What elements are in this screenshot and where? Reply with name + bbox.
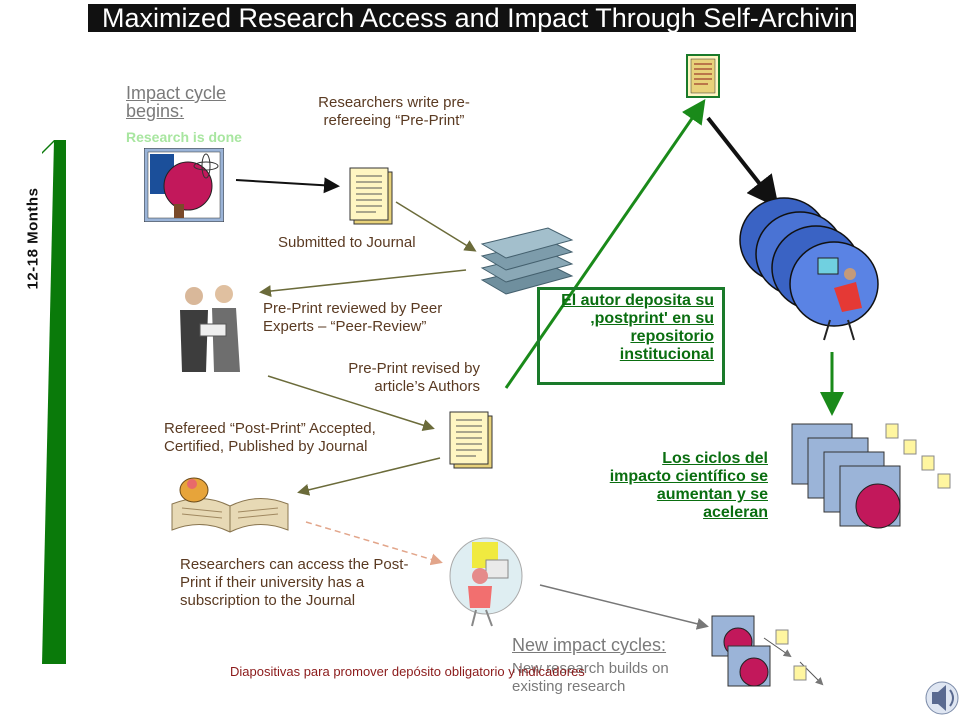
arrow-postprint-to-book	[297, 457, 441, 496]
step-write-text: Researchers write pre-refereeing “Pre-Pr…	[318, 94, 470, 129]
impact-begins-sub: Research is done	[126, 129, 242, 145]
step-reviewed-text: Pre-Print reviewed by Peer Experts – “Pe…	[263, 300, 443, 335]
arrow-research-to-preprint	[235, 177, 340, 194]
peer-reviewers-icon	[180, 285, 240, 372]
impact-begins-heading: Impact cycle begins:	[126, 83, 227, 121]
timeline-bar	[42, 140, 66, 664]
new-cycles-sub: New research builds on existing research	[512, 660, 669, 695]
arrow-doc-to-computers	[706, 116, 779, 209]
cycles-accelerate-text: Los ciclos del impacto científico se aum…	[609, 450, 768, 521]
new-cycles-heading: New impact cycles:	[512, 635, 667, 655]
arrow-journal-to-review	[259, 269, 467, 298]
step-accepted-text: Refereed “Post-Print” Accepted, Certifie…	[164, 420, 376, 455]
deposit-box: El autor deposita su ‚postprint' en su r…	[537, 287, 725, 385]
repository-document-icon	[686, 54, 720, 98]
researcher-globe-icon	[144, 148, 224, 222]
new-researcher-icons	[711, 615, 807, 687]
step-revised-text: Pre-Print revised by article’s Authors	[348, 360, 480, 395]
arrow-book-to-student	[305, 521, 443, 566]
page-title: Maximized Research Access and Impact Thr…	[88, 4, 856, 32]
postprint-document-icon	[449, 411, 493, 469]
researcher-cycles-icon	[791, 423, 951, 529]
repository-computers-icon	[739, 197, 879, 341]
arrow-review-to-postprint	[267, 375, 435, 431]
speaker-icon[interactable]	[924, 676, 960, 716]
journal-stack-icon	[480, 227, 574, 295]
step-access-text: Researchers can access the Post-Print if…	[180, 556, 409, 609]
step-submitted-text: Submitted to Journal	[278, 234, 416, 251]
arrow-student-to-new-cycles	[539, 584, 709, 630]
preprint-document-icon	[349, 167, 393, 225]
arrow-preprint-to-journal	[395, 201, 477, 252]
student-reading-icon	[449, 537, 523, 627]
footer-caption: Diapositivas para promover depósito obli…	[230, 664, 585, 679]
open-book-icon	[171, 477, 289, 533]
